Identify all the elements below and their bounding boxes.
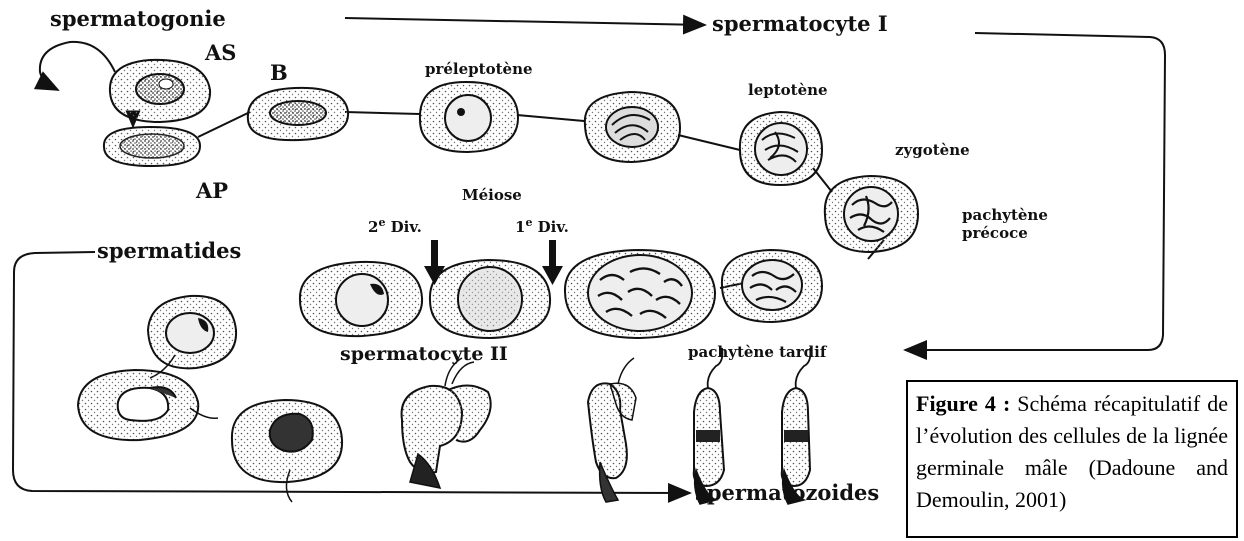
label-div2: 2e Div. [368, 216, 422, 236]
cell-zygotene [740, 112, 822, 185]
label-leptotene: leptotène [748, 81, 828, 99]
label-preleptotene: préleptotène [425, 60, 533, 78]
label-div2-txt: Div. [385, 218, 421, 236]
cell-spermatide-round [148, 296, 236, 378]
label-zygotene: zygotène [895, 141, 970, 159]
label-pachytene-precoce-2: précoce [962, 224, 1028, 242]
label-div1-num: 1 [515, 218, 525, 236]
cell-spermatogonie-ap [104, 127, 200, 166]
figure-caption-box: Figure 4 : Schéma récapitulatif de l’évo… [906, 380, 1238, 538]
label-div1: 1e Div. [515, 216, 569, 236]
label-as: AS [204, 40, 236, 65]
label-meiose: Méiose [462, 186, 522, 204]
cell-spermatogonie-b [248, 88, 348, 140]
label-spermatocyte-2: spermatocyte II [340, 343, 508, 365]
cell-spermatocyte-2 [430, 260, 550, 338]
cell-preleptotene [420, 82, 518, 152]
cell-spermatide-condensing [232, 400, 342, 502]
cell-spermatide-elongating [78, 370, 218, 440]
label-div2-sup: e [378, 216, 385, 229]
label-b: B [270, 60, 288, 85]
label-div1-sup: e [525, 216, 532, 229]
label-ap: AP [195, 178, 228, 203]
cell-spermatogonie-as [110, 60, 210, 122]
label-spermatides: spermatides [97, 238, 241, 263]
label-spermatozoides: spermatozoides [695, 480, 879, 505]
cell-spermatozoide-1 [588, 358, 636, 502]
cell-leptotene [585, 92, 680, 162]
label-div1-txt: Div. [532, 218, 568, 236]
cell-pachytene-tardif [565, 250, 715, 338]
cell-pachytene-intermediate [722, 250, 822, 322]
label-div2-num: 2 [368, 218, 378, 236]
label-spermatogonie: spermatogonie [50, 6, 226, 31]
cell-spermatide-early [300, 262, 422, 336]
meiosis-div1-arrow [542, 240, 563, 285]
cell-spermatide-pair [402, 358, 491, 488]
figure-caption-label: Figure 4 : [916, 391, 1010, 416]
cell-pachytene-precoce [825, 176, 918, 252]
label-pachytene-precoce-1: pachytène [962, 206, 1048, 224]
label-spermatocyte-1: spermatocyte I [712, 11, 888, 36]
label-pachytene-tardif: pachytène tardif [688, 343, 828, 361]
